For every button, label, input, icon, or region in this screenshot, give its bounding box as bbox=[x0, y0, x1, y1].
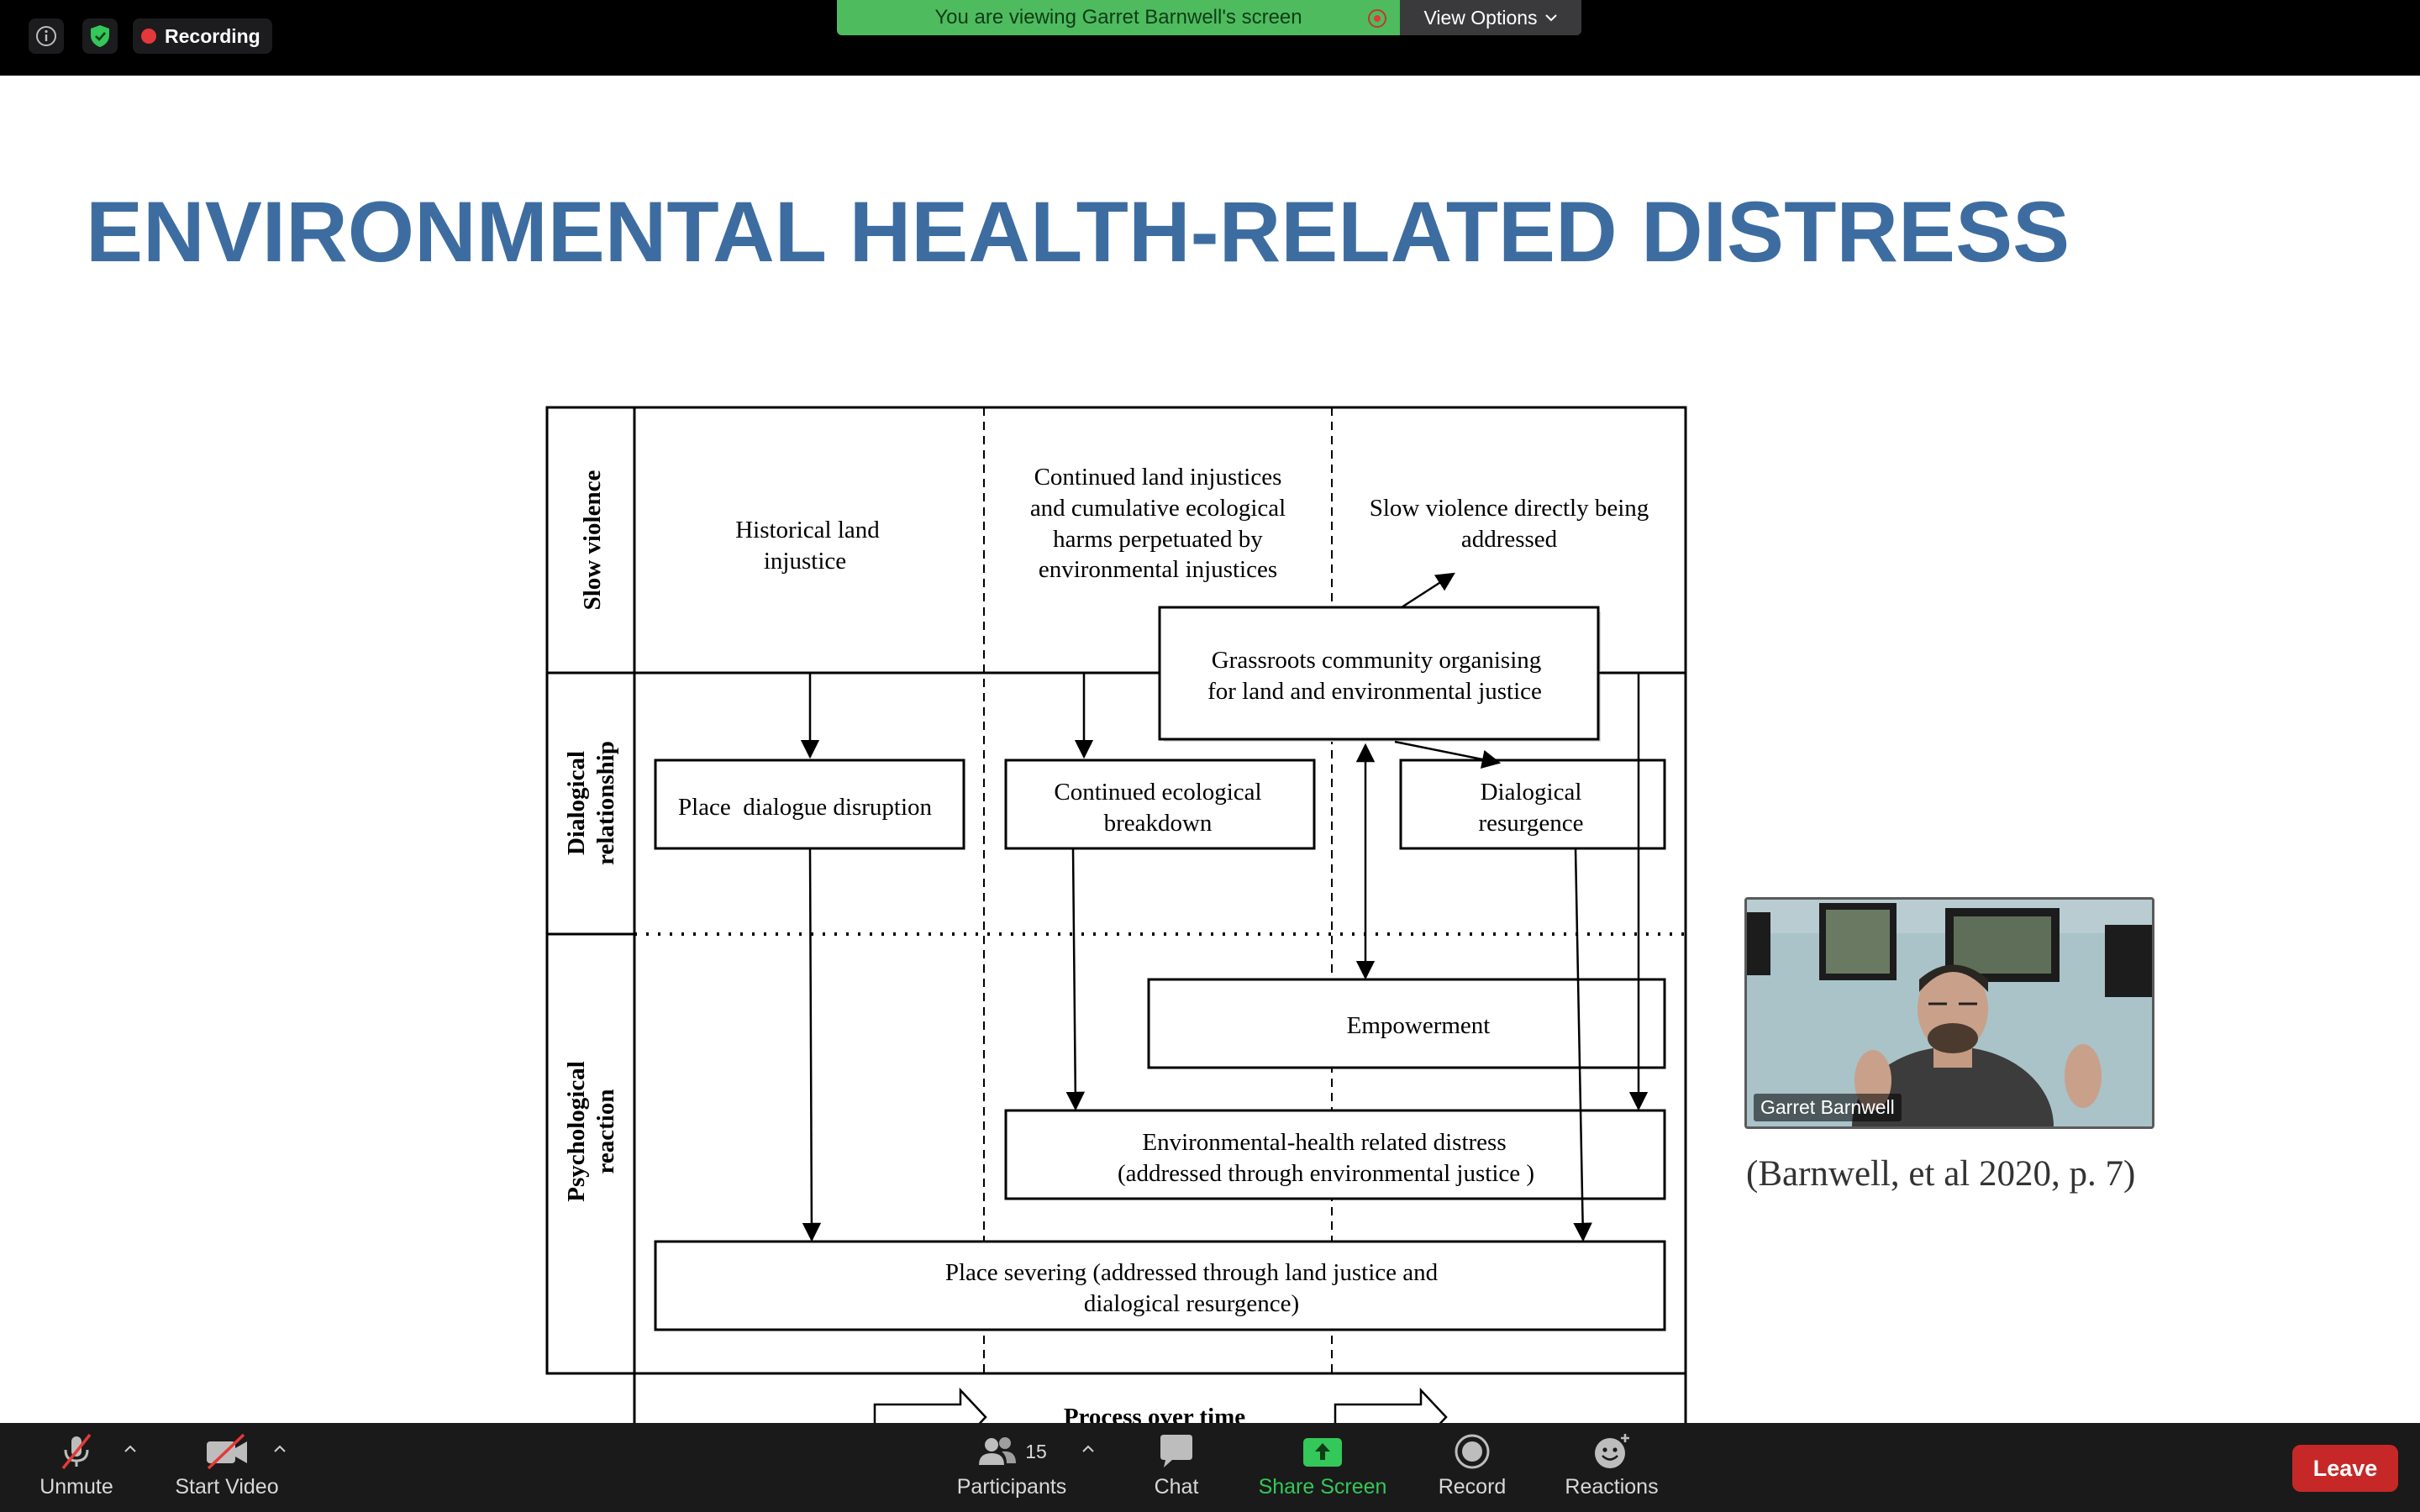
continued-injustices-text-3: harms perpetuated by bbox=[1053, 526, 1263, 553]
slow-violence-addressed-text-2: addressed bbox=[1461, 526, 1558, 553]
row-label-relationship: relationship bbox=[592, 741, 619, 865]
grassroots-text-1: Grassroots community organising bbox=[1212, 647, 1542, 674]
participant-video-image bbox=[1747, 900, 2152, 1126]
viewing-banner-text: You are viewing Garret Barnwell's screen bbox=[934, 6, 1302, 29]
env-health-distress-text-1: Environmental-health related distress bbox=[1142, 1129, 1506, 1156]
record-icon bbox=[1454, 1433, 1491, 1470]
viewing-screen-banner: You are viewing Garret Barnwell's screen bbox=[837, 0, 1400, 35]
participant-count: 15 bbox=[1025, 1441, 1047, 1463]
meeting-toolbar: Unmute Start Video 15 Participants bbox=[0, 1423, 2420, 1512]
env-health-distress-text-2: (addressed through environmental justice… bbox=[1118, 1160, 1534, 1187]
reactions-smiley-icon bbox=[1591, 1432, 1632, 1471]
view-options-button[interactable]: View Options bbox=[1400, 0, 1581, 35]
participants-label: Participants bbox=[957, 1475, 1067, 1499]
recording-indicator[interactable]: Recording bbox=[133, 18, 272, 54]
participant-name-label: Garret Barnwell bbox=[1754, 1094, 1902, 1121]
ecological-breakdown-text-2: breakdown bbox=[1104, 810, 1213, 837]
chat-button[interactable]: Chat bbox=[1143, 1423, 1210, 1512]
arrow-grassroots-to-slow-violence bbox=[1402, 574, 1454, 607]
reactions-button[interactable]: Reactions bbox=[1560, 1423, 1664, 1512]
chevron-down-icon bbox=[1544, 13, 1558, 23]
share-screen-button[interactable]: Share Screen bbox=[1255, 1423, 1390, 1512]
row-label-reaction: reaction bbox=[592, 1089, 619, 1174]
info-icon[interactable] bbox=[29, 18, 64, 54]
slow-violence-addressed-text-1: Slow violence directly being bbox=[1370, 495, 1649, 522]
participants-options-caret-icon[interactable] bbox=[1079, 1440, 1097, 1458]
dialogical-resurgence-text-2: resurgence bbox=[1478, 810, 1583, 837]
reactions-label: Reactions bbox=[1565, 1475, 1658, 1499]
empowerment-text: Empowerment bbox=[1347, 1012, 1491, 1039]
place-severing-text-2: dialogical resurgence) bbox=[1084, 1290, 1299, 1317]
grassroots-text-2: for land and environmental justice bbox=[1207, 678, 1542, 705]
ecological-breakdown-text-1: Continued ecological bbox=[1054, 779, 1261, 806]
dialogical-resurgence-text-1: Dialogical bbox=[1481, 779, 1582, 806]
row-label-psychological: Psychological bbox=[563, 1061, 590, 1202]
unmute-label: Unmute bbox=[39, 1475, 113, 1499]
share-screen-icon bbox=[1302, 1435, 1344, 1468]
microphone-muted-icon bbox=[56, 1431, 97, 1472]
continued-injustices-text-1: Continued land injustices bbox=[1034, 464, 1282, 491]
participant-video-tile[interactable]: Garret Barnwell bbox=[1744, 897, 2154, 1129]
shared-slide: ENVIRONMENTAL HEALTH-RELATED DISTRESS Sl… bbox=[0, 76, 2420, 1423]
participants-button[interactable]: 15 Participants bbox=[950, 1423, 1074, 1512]
arrow-breakdown-to-distress bbox=[1073, 848, 1076, 1109]
participants-icon bbox=[976, 1435, 1018, 1468]
place-dialogue-disruption-text: Place dialogue disruption bbox=[678, 794, 933, 821]
row-label-slow-violence: Slow violence bbox=[579, 470, 606, 611]
historical-land-injustice-text-2: injustice bbox=[764, 548, 846, 575]
row-label-dialogical: Dialogical bbox=[563, 751, 590, 855]
arrow-disruption-to-severing bbox=[810, 848, 812, 1240]
recording-label: Recording bbox=[165, 25, 260, 48]
audio-options-caret-icon[interactable] bbox=[121, 1440, 139, 1458]
security-shield-icon[interactable] bbox=[82, 18, 118, 54]
start-video-label: Start Video bbox=[175, 1475, 278, 1499]
chat-bubble-icon bbox=[1157, 1433, 1196, 1470]
top-bar: Recording You are viewing Garret Barnwel… bbox=[0, 0, 2420, 76]
slow-violence-diagram: Slow violence Dialogical relationship Ps… bbox=[538, 328, 1697, 1470]
sharing-status-icon bbox=[1368, 9, 1386, 28]
record-button[interactable]: Record bbox=[1428, 1423, 1516, 1512]
chat-label: Chat bbox=[1155, 1475, 1199, 1499]
continued-injustices-text-2: and cumulative ecological bbox=[1030, 495, 1286, 522]
slide-title: ENVIRONMENTAL HEALTH-RELATED DISTRESS bbox=[86, 183, 2070, 281]
recording-dot-icon bbox=[141, 29, 156, 44]
place-severing-text-1: Place severing (addressed through land j… bbox=[945, 1259, 1439, 1286]
video-options-caret-icon[interactable] bbox=[271, 1440, 289, 1458]
start-video-button[interactable]: Start Video bbox=[168, 1423, 286, 1512]
share-screen-label: Share Screen bbox=[1259, 1475, 1387, 1499]
video-camera-off-icon bbox=[203, 1431, 250, 1472]
record-label: Record bbox=[1439, 1475, 1507, 1499]
unmute-button[interactable]: Unmute bbox=[34, 1423, 119, 1512]
leave-button[interactable]: Leave bbox=[2292, 1445, 2398, 1492]
view-options-label: View Options bbox=[1423, 7, 1537, 29]
continued-injustices-text-4: environmental injustices bbox=[1039, 556, 1277, 583]
historical-land-injustice-text: Historical land bbox=[735, 517, 880, 543]
citation-text: (Barnwell, et al 2020, p. 7) bbox=[1746, 1153, 2135, 1194]
